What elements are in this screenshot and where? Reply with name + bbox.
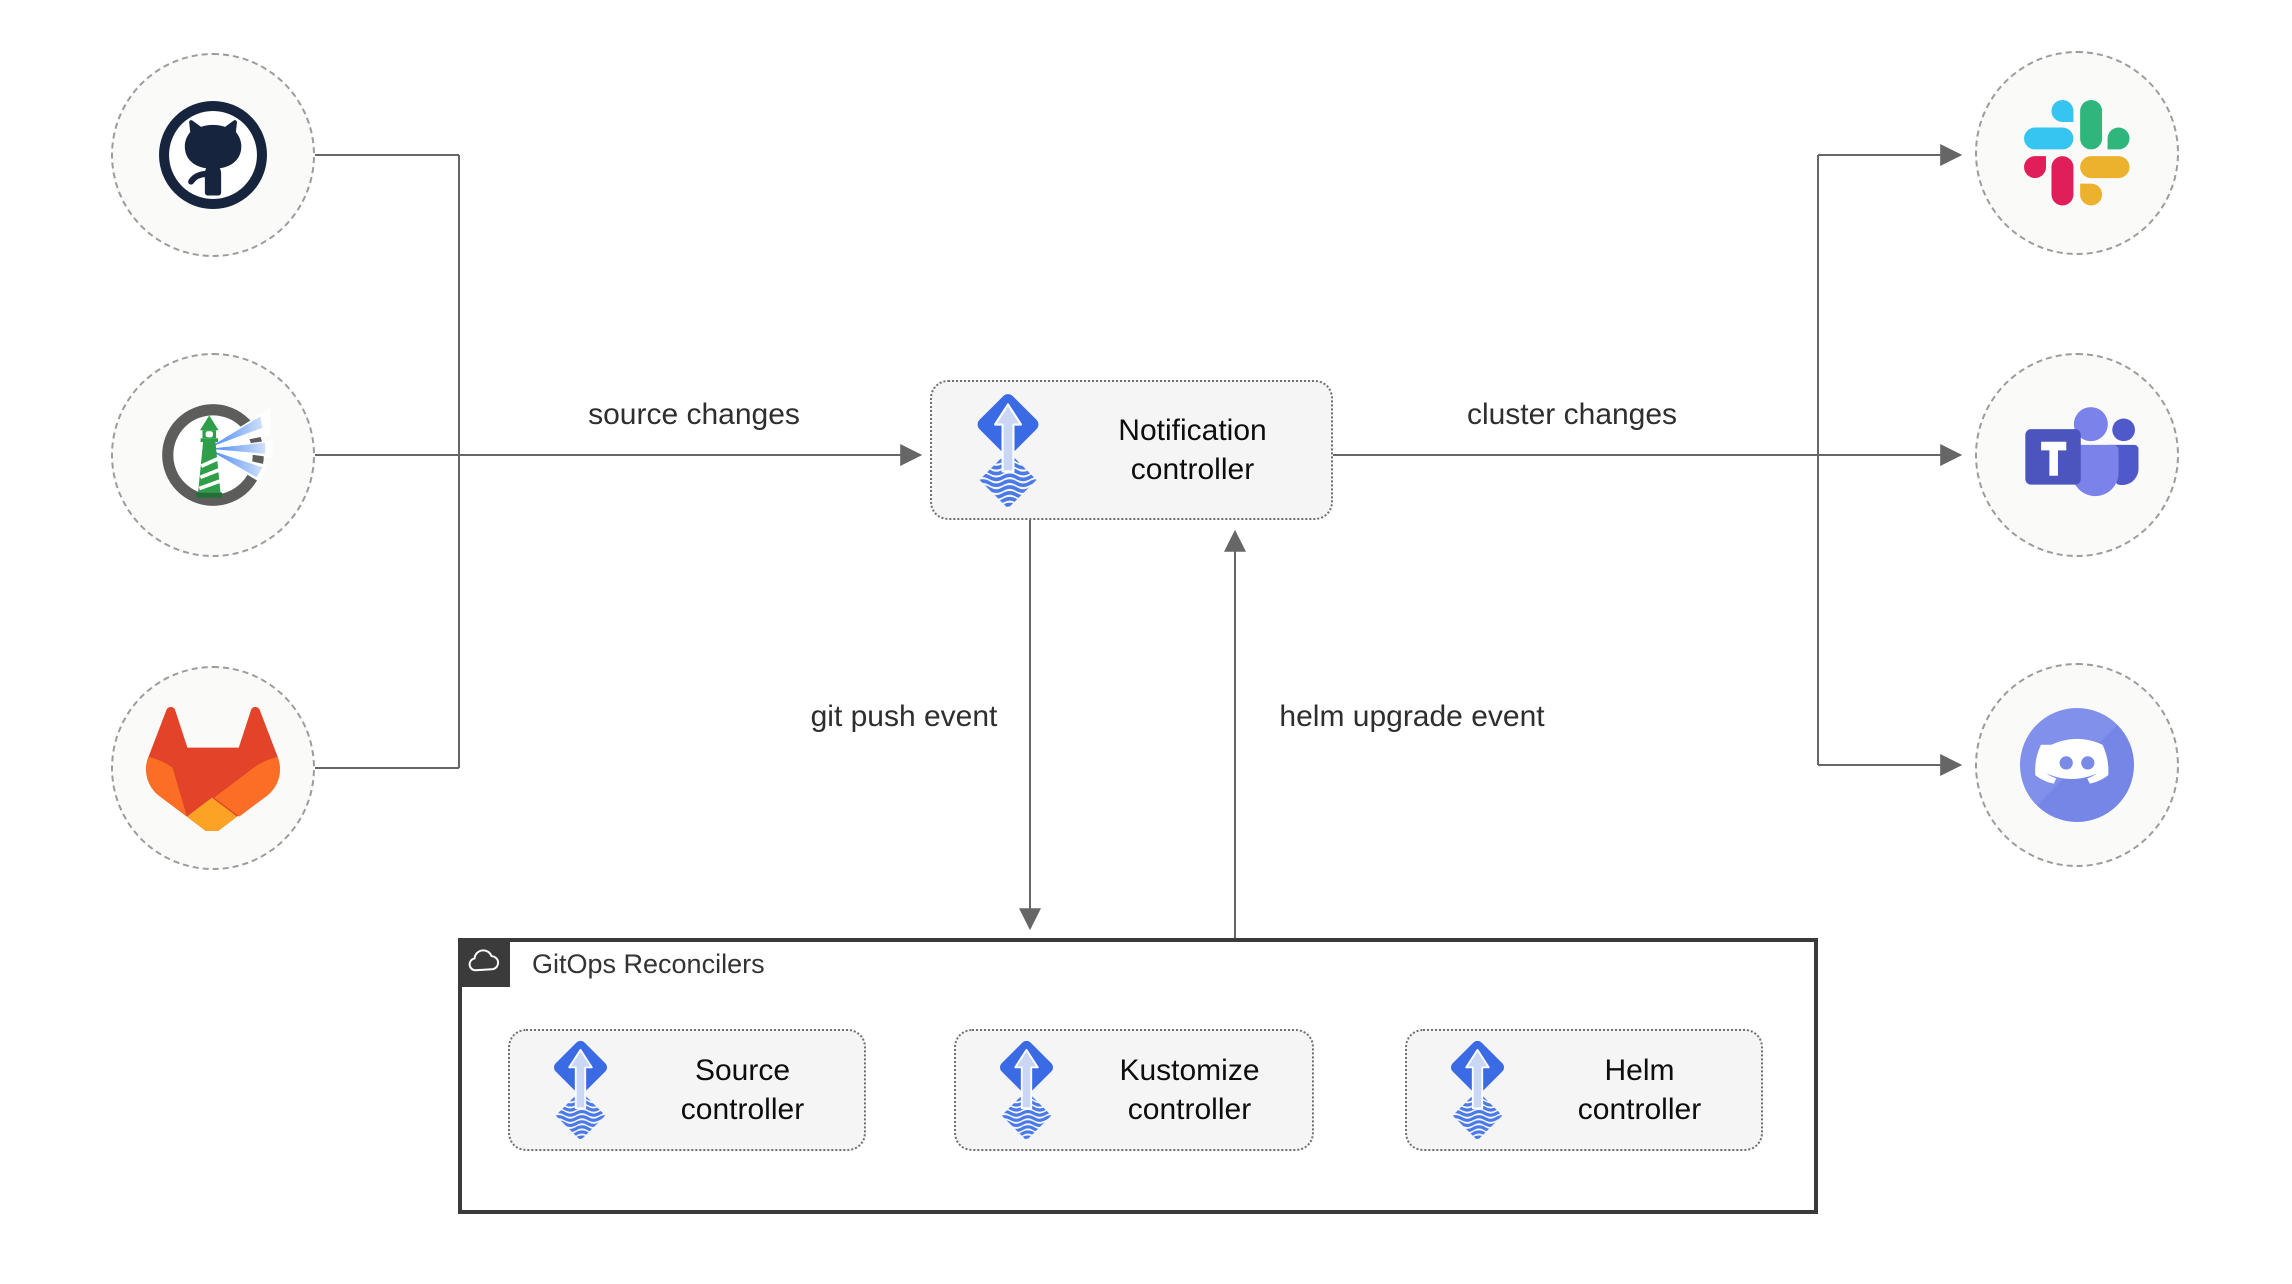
slack-icon [2024,100,2130,206]
cloud-icon [468,949,500,972]
node-teams[interactable] [1975,353,2179,557]
gitlab-icon [146,707,281,831]
node-kustomize-controller[interactable]: Kustomize controller [954,1029,1314,1151]
helm-controller-label: Helm controller [1577,1054,1702,1126]
flux-icon [1441,1038,1514,1142]
label-cluster-changes: cluster changes [1466,398,1678,431]
source-controller-label: Source controller [680,1054,805,1126]
harbor-icon [162,404,273,506]
label-git-push-event: git push event [810,700,998,733]
flux-icon [966,391,1050,510]
node-source-controller[interactable]: Source controller [508,1029,866,1151]
flux-icon [990,1038,1063,1142]
notification-controller-label: Notification controller [1118,414,1267,486]
label-helm-upgrade-event: helm upgrade event [1279,700,1545,733]
node-gitlab[interactable] [111,666,315,870]
node-github[interactable] [111,53,315,257]
kustomize-controller-label: Kustomize controller [1119,1054,1260,1126]
node-harbor[interactable] [111,353,315,557]
label-source-changes: source changes [588,398,800,431]
container-badge [458,938,510,987]
gitops-reconcilers-title: GitOps Reconcilers [532,949,765,979]
flux-icon [544,1038,617,1142]
github-icon [159,101,267,209]
discord-icon [2020,708,2134,822]
node-notification-controller[interactable]: Notification controller [930,380,1333,520]
node-slack[interactable] [1975,51,2179,255]
node-discord[interactable] [1975,663,2179,867]
node-helm-controller[interactable]: Helm controller [1405,1029,1763,1151]
teams-icon [2025,407,2139,497]
